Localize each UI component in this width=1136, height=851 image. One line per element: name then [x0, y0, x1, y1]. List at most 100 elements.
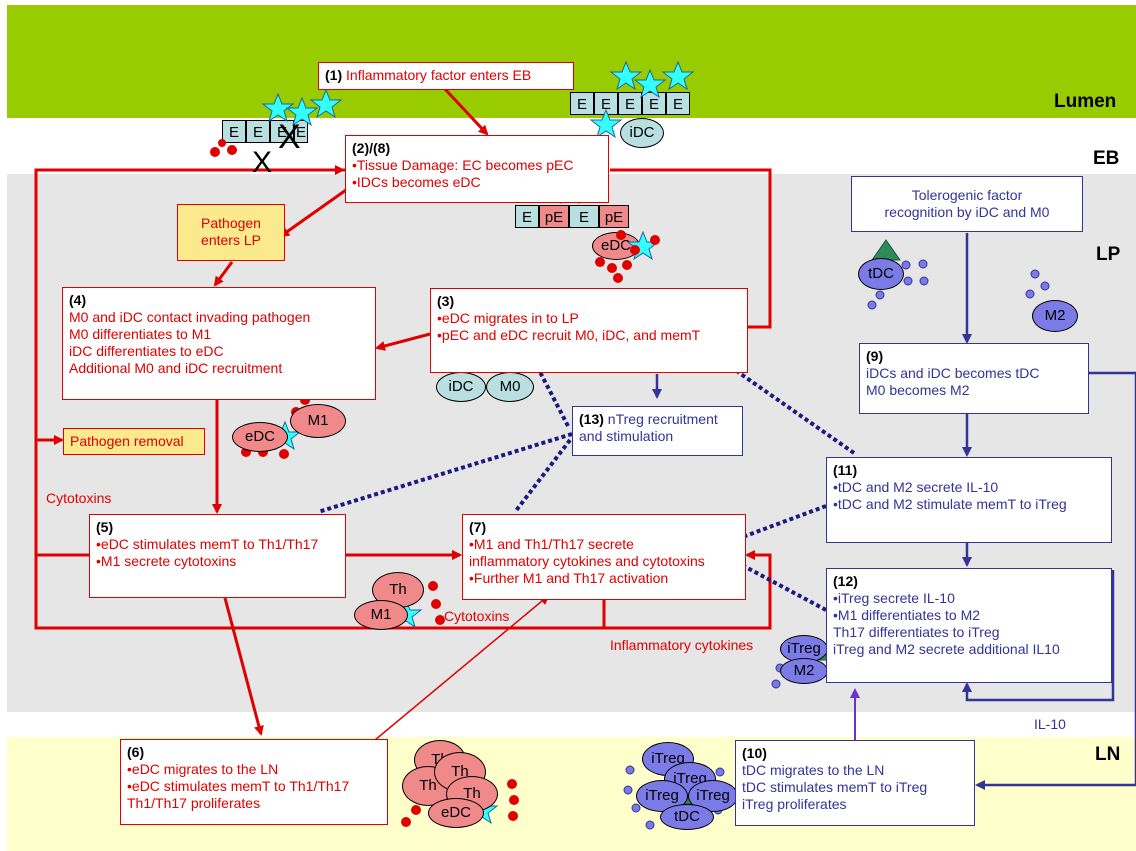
step-line: iDC differentiates to eDC: [69, 343, 224, 359]
step-line: •IDCs becomes eDC: [352, 174, 481, 190]
antigen-star-icon: [661, 60, 695, 91]
epithelial-cell: E: [222, 120, 246, 143]
m0-cell: M0: [486, 372, 534, 402]
step-line: M0 and iDC contact invading pathogen: [69, 309, 311, 325]
step-9-box: (9) iDCs and iDC becomes tDC M0 becomes …: [859, 343, 1089, 414]
step-11-box: (11) •tDC and M2 secrete IL-10 •tDC and …: [826, 457, 1112, 543]
m1-cell: M1: [290, 404, 346, 438]
tolerogenic-box: Tolerogenic factor recognition by iDC an…: [851, 176, 1083, 232]
step-text: Inflammatory factor enters EB: [346, 67, 532, 83]
step-number: (4): [69, 292, 87, 308]
tolerogenic-triangle-icon: [871, 239, 901, 261]
epithelial-cell: E: [618, 92, 642, 115]
step-line: •iTreg secrete IL-10: [833, 590, 955, 606]
inflammatory-cytokines-label: Inflammatory cytokines: [610, 637, 754, 653]
edc-cell: eDC: [232, 422, 288, 452]
itreg-cell: iTreg: [688, 780, 738, 812]
region-label-ln: LN: [1095, 744, 1121, 765]
step-number: (2)/(8): [352, 140, 391, 156]
epithelial-cell: E: [570, 92, 594, 115]
antigen-star-icon: [261, 92, 295, 123]
epithelial-cell: E: [270, 120, 294, 143]
idc-cell: iDC: [620, 118, 664, 148]
m2-cell: M2: [1032, 300, 1078, 332]
epithelial-cell: E: [246, 120, 270, 143]
step-line: iTreg proliferates: [742, 796, 847, 812]
il10-label: IL-10: [1034, 716, 1066, 732]
step-line: iDCs and iDC becomes tDC: [866, 365, 1040, 381]
step-line: iTreg and M2 secrete additional IL10: [833, 641, 1060, 657]
antigen-star-icon: [589, 108, 623, 139]
step-10-box: (10) tDC migrates to the LN tDC stimulat…: [735, 740, 975, 826]
step-line: •tDC and M2 secrete IL-10: [833, 479, 999, 495]
step-line: •M1 and Th1/Th17 secrete: [469, 536, 634, 552]
step-line: M0 differentiates to M1: [69, 326, 212, 342]
step-line: Additional M0 and iDC recruitment: [69, 360, 283, 376]
epithelial-cell: E: [294, 120, 308, 143]
step-line: nTreg recruitment: [607, 411, 718, 427]
pec-cell: pE: [539, 205, 569, 228]
region-label-eb: EB: [1093, 148, 1120, 169]
antigen-star-icon: [609, 60, 643, 91]
cytotoxins-label: Cytotoxins: [444, 608, 510, 624]
edc-cell: eDC: [428, 798, 484, 828]
step-line: •eDC migrates in to LP: [437, 310, 579, 326]
tdc-cell: tDC: [858, 258, 904, 290]
step-number: (10): [742, 745, 767, 761]
pathogen-removal-box: Pathogen removal: [63, 428, 205, 455]
step-line: •M1 secrete cytotoxins: [96, 553, 237, 569]
step-number: (7): [469, 519, 487, 535]
region-label-lumen: Lumen: [1054, 91, 1117, 112]
step-line: •Tissue Damage: EC becomes pEC: [352, 157, 574, 173]
step-number: (5): [96, 519, 114, 535]
antigen-star-icon: [309, 88, 343, 119]
step-line: and stimulation: [579, 428, 674, 444]
step-line: Th1/Th17 proliferates: [127, 795, 261, 811]
step-number: (11): [833, 462, 858, 478]
step-6-box: (6) •eDC migrates to the LN •eDC stimula…: [120, 739, 388, 825]
step-line: Th17 differentiates to iTreg: [833, 624, 1000, 640]
idc-cell: iDC: [436, 372, 486, 402]
antigen-star-icon: [633, 68, 667, 99]
region-label-lp: LP: [1096, 244, 1121, 265]
step-line: •eDC stimulates memT to Th1/Th17: [127, 778, 350, 794]
pathogen-enters-box: Pathogen enters LP: [177, 204, 285, 261]
epithelial-cell: E: [569, 205, 599, 228]
step-number: (12): [833, 573, 858, 589]
antigen-star-icon: [285, 96, 319, 127]
m1-cell: M1: [354, 600, 408, 630]
step-number: (13): [579, 411, 604, 427]
tdc-cell: tDC: [660, 804, 714, 830]
cytotoxins-label: Cytotoxins: [46, 490, 112, 506]
step-text: Pathogen removal: [70, 433, 184, 449]
step-line: M0 becomes M2: [866, 382, 970, 398]
epithelial-cell: E: [515, 205, 539, 228]
step-line: •eDC stimulates memT to Th1/Th17: [96, 536, 319, 552]
step-line: inflammatory cytokines and cytotoxins: [469, 553, 705, 569]
step-13-box: (13) nTreg recruitment and stimulation: [572, 406, 743, 456]
step-line: tDC stimulates memT to iTreg: [742, 779, 928, 795]
damage-x-mark: X: [278, 118, 301, 156]
step-line: recognition by iDC and M0: [884, 204, 1050, 220]
step-line: •M1 differentiates to M2: [833, 607, 981, 623]
step-7-box: (7) •M1 and Th1/Th17 secrete inflammator…: [462, 514, 746, 600]
step-number: (1): [325, 67, 343, 83]
step-number: (9): [866, 348, 884, 364]
step-5-box: (5) •eDC stimulates memT to Th1/Th17 •M1…: [89, 514, 346, 598]
step-number: (6): [127, 744, 145, 760]
step-1-box: (1) Inflammatory factor enters EB: [318, 62, 574, 90]
step-12-box: (12) •iTreg secrete IL-10 •M1 differenti…: [826, 568, 1112, 683]
m2-cell: M2: [780, 658, 828, 684]
step-line: •eDC migrates to the LN: [127, 761, 279, 777]
step-line: Pathogen: [201, 215, 261, 231]
step-line: •tDC and M2 stimulate memT to iTreg: [833, 496, 1067, 512]
step-2-8-box: (2)/(8) •Tissue Damage: EC becomes pEC •…: [345, 135, 609, 203]
epithelial-cell: E: [666, 92, 690, 115]
step-3-box: (3) •eDC migrates in to LP •pEC and eDC …: [430, 288, 748, 373]
step-line: tDC migrates to the LN: [742, 762, 885, 778]
step-line: •Further M1 and Th17 activation: [469, 570, 669, 586]
step-line: enters LP: [201, 232, 261, 248]
step-line: •pEC and eDC recruit M0, iDC, and memT: [437, 327, 701, 343]
step-number: (3): [437, 293, 455, 309]
